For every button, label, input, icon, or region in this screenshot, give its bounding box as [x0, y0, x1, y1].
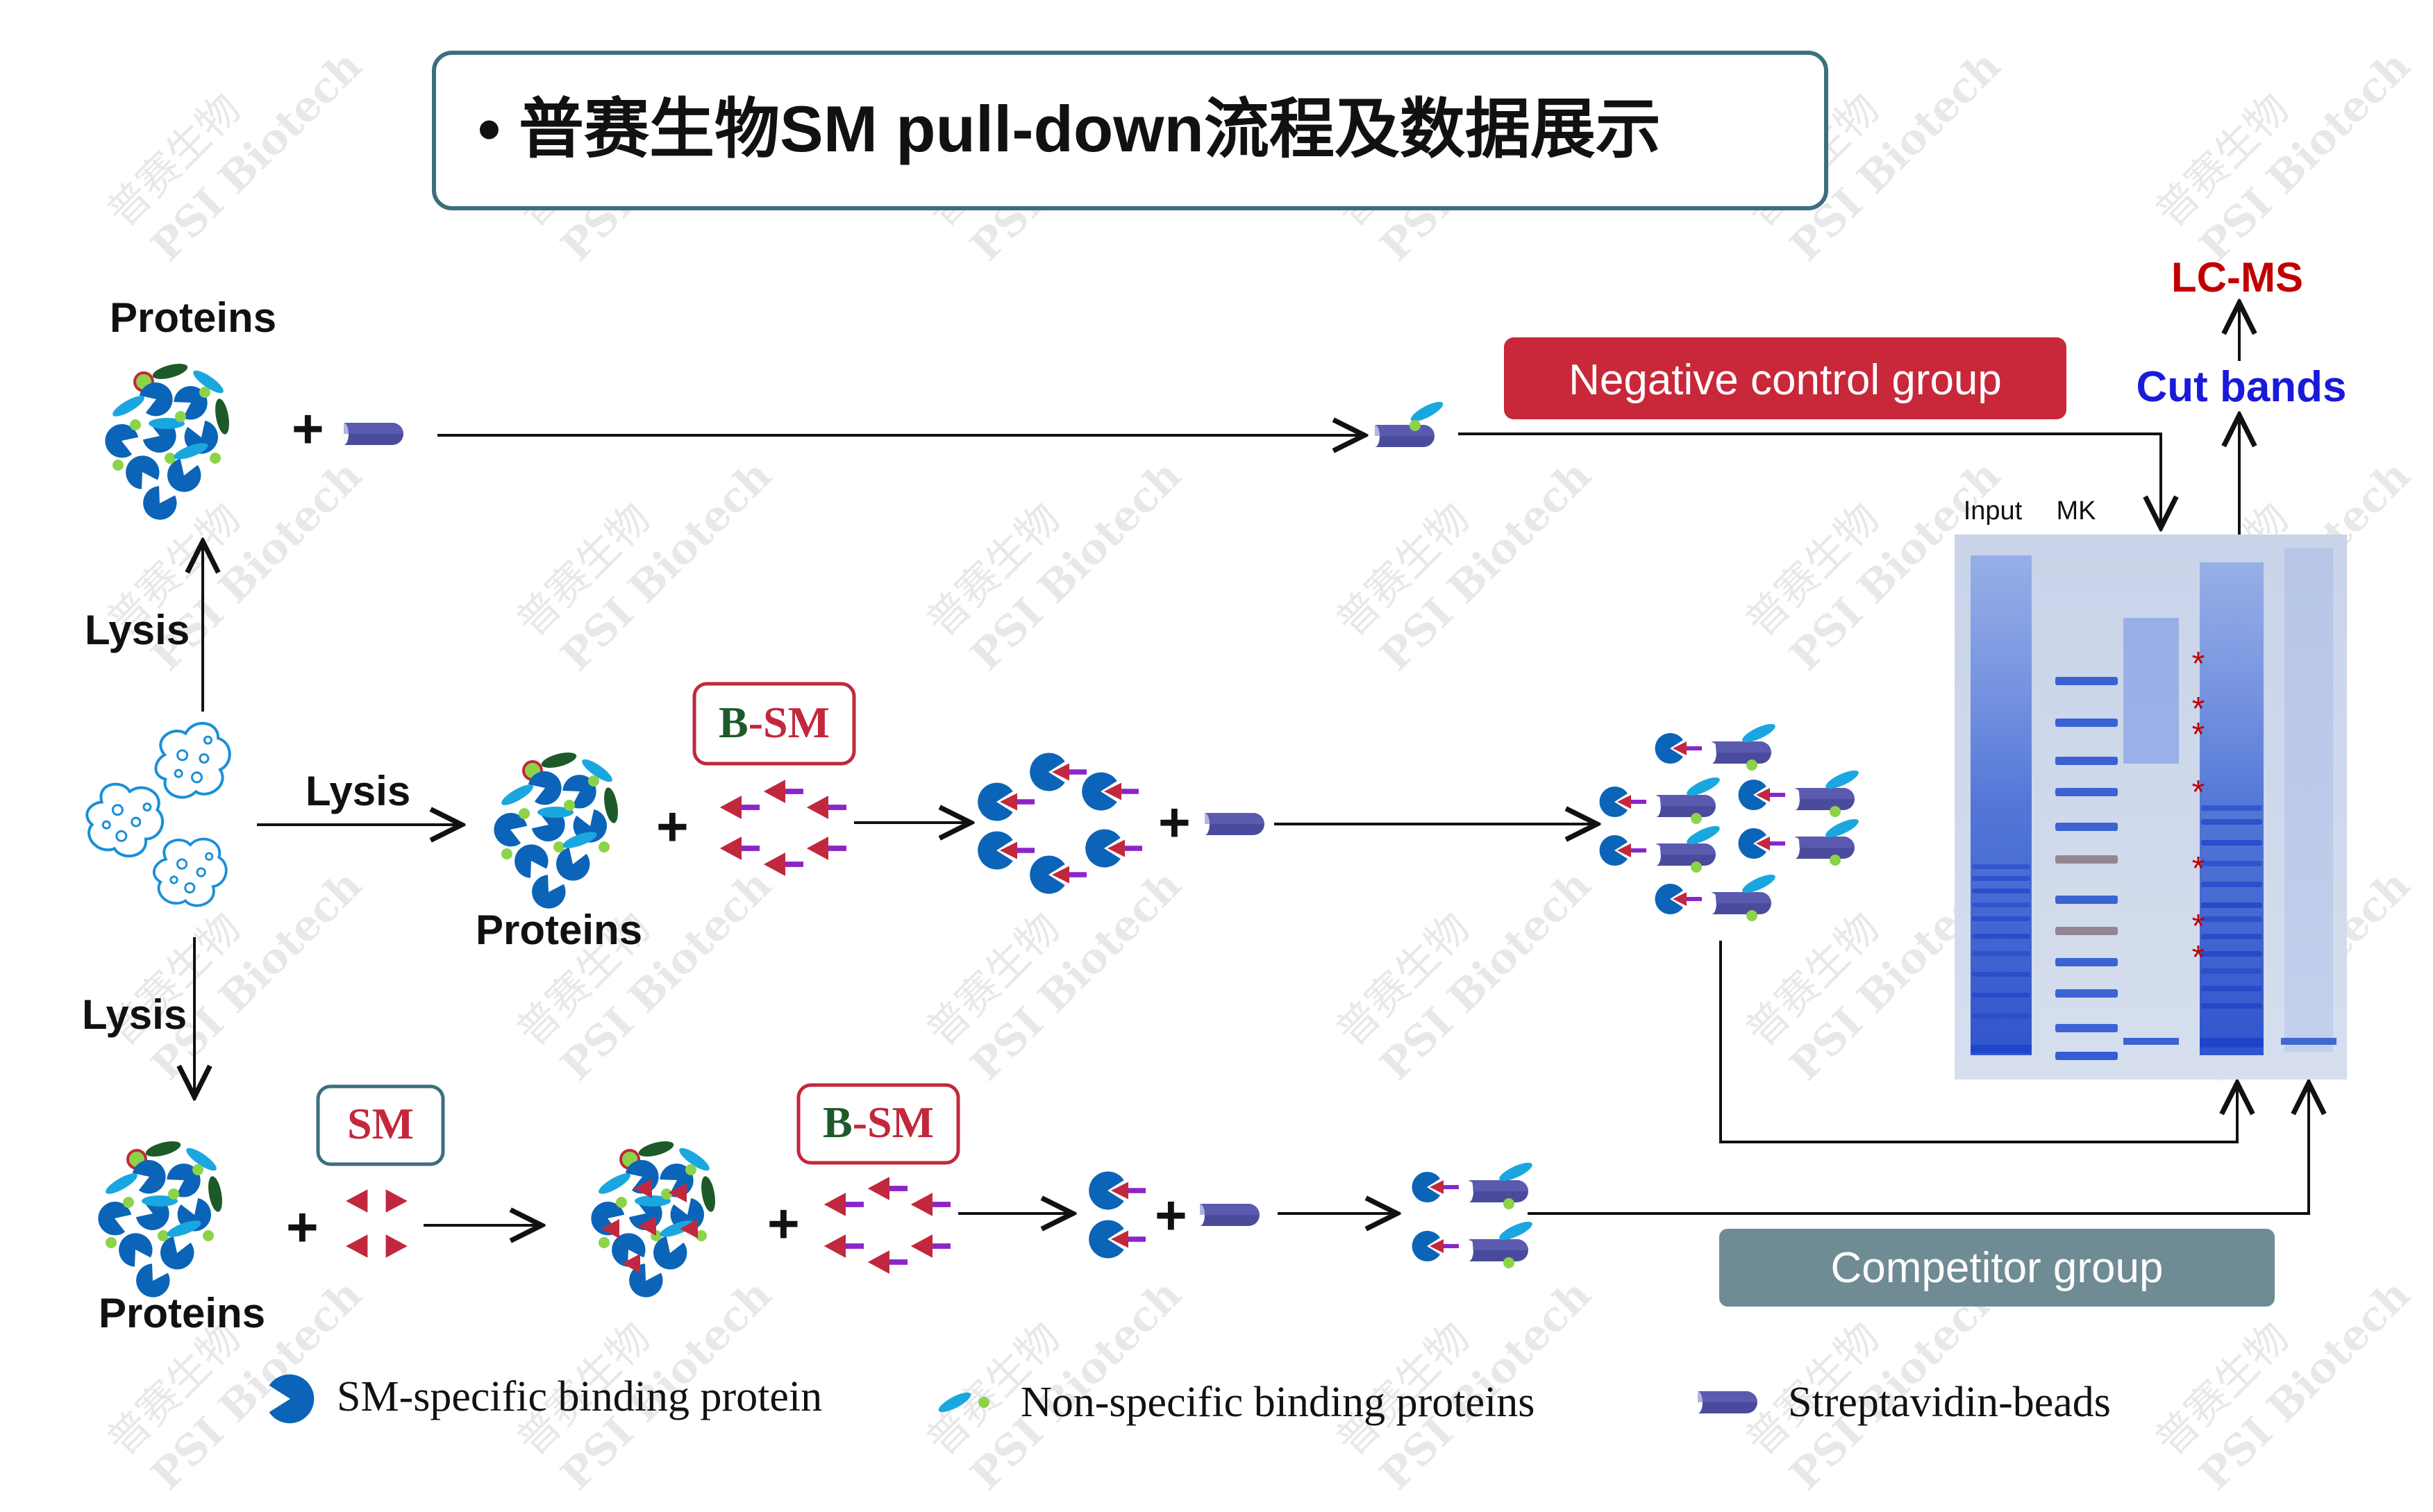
bead-icon-2 [1205, 813, 1264, 835]
gel-mk-label: MK [2057, 496, 2096, 526]
bead-icon-3 [1200, 1204, 1260, 1226]
lysate-cluster-bottom [94, 1139, 225, 1304]
plus-sign-1: + [292, 398, 324, 460]
gel-input-label: Input [1964, 496, 2023, 526]
cut-bands-label: Cut bands [2136, 363, 2346, 411]
b-sm-box-mid [692, 682, 856, 766]
b-sm-label-mid: B-SM [719, 698, 830, 747]
sm-label: SM [347, 1099, 414, 1148]
plus-sign-3: + [1158, 791, 1191, 853]
plus-sign-4: + [286, 1196, 319, 1258]
proteins-label-top: Proteins [110, 294, 276, 341]
lysis-label-up: Lysis [85, 607, 190, 653]
b-sm-cluster-bottom [823, 1177, 951, 1274]
sm-cluster [346, 1189, 408, 1258]
title-box [432, 51, 1828, 210]
b-sm-box-bottom [796, 1083, 960, 1165]
b-sm-label-bottom: B-SM [823, 1098, 934, 1147]
bead-icon-1 [344, 423, 403, 445]
bead-nonspecific-icon [1375, 398, 1446, 447]
bead-icon [1698, 1391, 1757, 1413]
legend-label-2: Non-specific binding proteins [1021, 1379, 1535, 1426]
gel-image: Input MK ******* [1955, 496, 2347, 1080]
legend-label-1: SM-specific binding protein [337, 1373, 822, 1420]
gel-band-star: * [2192, 691, 2205, 728]
lysate-cluster-mid [490, 750, 621, 915]
competitor-group-label: Competitor group [1830, 1244, 2163, 1292]
lc-ms-label: LC-MS [2171, 254, 2303, 301]
b-sm-cluster-mid [719, 780, 846, 876]
arrow-mid-to-gel [1719, 941, 2237, 1143]
legend: SM-specific binding protein Non-specific… [269, 1373, 2111, 1426]
plus-sign-2: + [656, 796, 689, 857]
gel-band-star: * [2192, 716, 2205, 753]
gel-band-star: * [2192, 646, 2205, 682]
gel-band-star: * [2192, 908, 2205, 945]
capture-complexes-bottom [1412, 1159, 1535, 1268]
lysis-label-mid: Lysis [306, 768, 410, 814]
cells-icon [77, 718, 237, 909]
page-title: • 普赛生物SM pull-down流程及数据展示 [478, 92, 1661, 165]
plus-sign-6: + [1155, 1184, 1187, 1246]
gel-band-star: * [2192, 939, 2205, 976]
sm-box [316, 1084, 445, 1166]
negative-control-label: Negative control group [1569, 356, 2002, 404]
gel-band-star: * [2192, 850, 2205, 887]
lysate-cluster-sm [587, 1139, 718, 1304]
plus-sign-5: + [767, 1193, 800, 1254]
negative-control-box [1504, 337, 2066, 419]
proteins-label-bottom: Proteins [99, 1290, 265, 1336]
competitor-group-box [1719, 1229, 2275, 1307]
gel-band-star: * [2192, 774, 2205, 811]
proteins-label-mid: Proteins [476, 907, 642, 953]
legend-label-3: Streptavidin-beads [1788, 1379, 2111, 1426]
arrow-comp-to-gel [1528, 1083, 2309, 1215]
lysis-label-down: Lysis [82, 991, 187, 1038]
complex-pair-bottom [1089, 1172, 1146, 1259]
arrow-neg-to-gel [1458, 432, 2161, 528]
complex-ring-mid [978, 753, 1142, 894]
capture-complexes-mid [1600, 721, 1861, 921]
